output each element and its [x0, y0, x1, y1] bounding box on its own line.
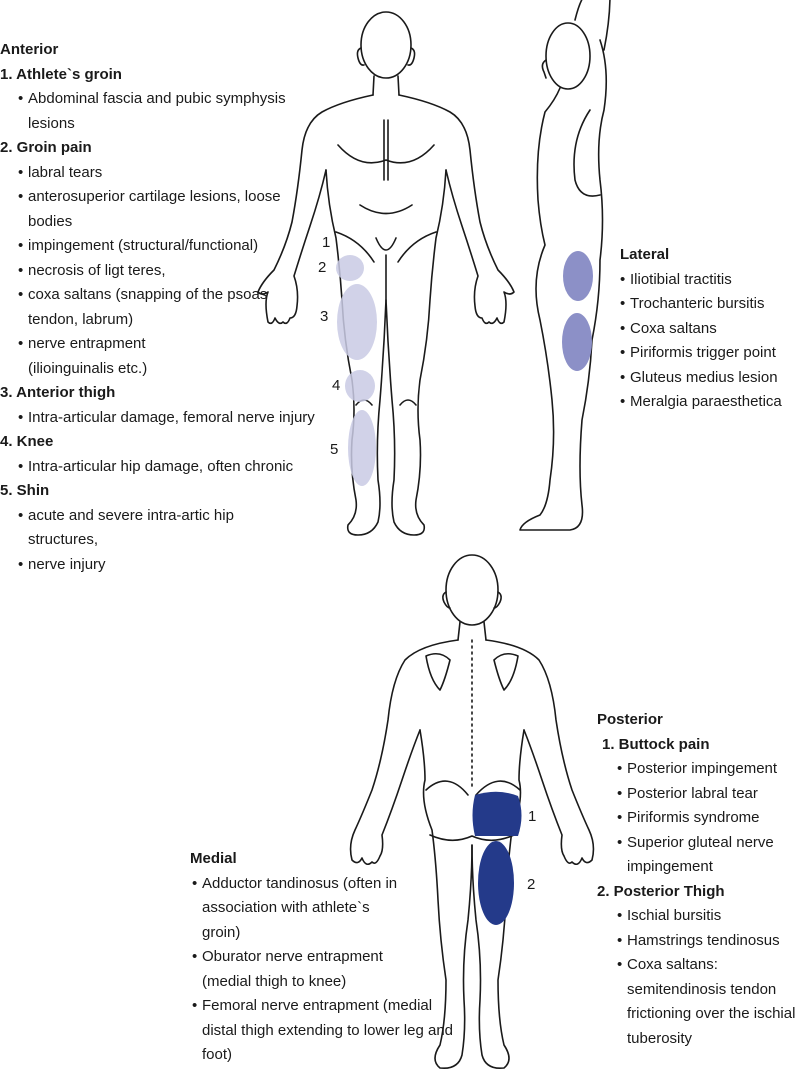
bullet-item: coxa saltans (snapping of the psoas tend… [18, 283, 268, 332]
bullet-item: Iliotibial tractitis [620, 268, 800, 293]
front-zone-number: 5 [330, 441, 339, 458]
posterior-section: Posterior 1. Buttock pain Posterior impi… [597, 708, 800, 1051]
lateral-zone-thigh [562, 313, 592, 371]
bullet-item: Adductor tandinosus (often in associatio… [192, 872, 407, 946]
posterior-item-bullets: Posterior impingement Posterior labral t… [597, 757, 800, 880]
lateral-figure [519, 0, 611, 531]
anterior-item-bullets: labral tears anterosuperior cartilage le… [0, 161, 322, 382]
lateral-zones [562, 251, 593, 371]
bullet-item: Meralgia paraesthetica [620, 390, 800, 415]
bullet-item: Hamstrings tendinosus [617, 929, 800, 954]
anterior-item-title: 3. Anterior thigh [0, 384, 116, 401]
anterior-item-title: 1. Athlete`s groin [0, 65, 122, 83]
anterior-item-title: 2. Groin pain [0, 139, 92, 156]
anterior-section: Anterior 1. Athlete`s groin Abdominal fa… [0, 38, 322, 577]
bullet-item: Coxa saltans: semitendinosis tendon fric… [617, 953, 797, 1051]
front-zones [336, 255, 377, 486]
posterior-zone-thigh [478, 841, 514, 925]
lateral-bullets: Iliotibial tractitis Trochanteric bursit… [620, 268, 800, 415]
anterior-item-bullets: Abdominal fascia and pubic symphysis les… [0, 87, 322, 136]
bullet-item: Posterior impingement [617, 757, 800, 782]
front-zone-anterior-thigh [337, 284, 377, 360]
medial-heading: Medial [190, 850, 237, 867]
bullet-item: Piriformis syndrome [617, 806, 800, 831]
posterior-heading: Posterior [597, 711, 663, 728]
bullet-item: Ischial bursitis [617, 904, 800, 929]
bullet-item: Abdominal fascia and pubic symphysis les… [18, 87, 322, 136]
bullet-item: Trochanteric bursitis [620, 292, 800, 317]
bullet-item: Femoral nerve entrapment (medial distal … [192, 994, 457, 1068]
bullet-item: Posterior labral tear [617, 782, 800, 807]
bullet-item: Coxa saltans [620, 317, 800, 342]
anterior-item-title: 4. Knee [0, 433, 54, 450]
back-zone-number: 1 [528, 808, 537, 825]
bullet-item: Oburator nerve entrapment (medial thigh … [192, 945, 432, 994]
front-zone-shin [348, 410, 376, 486]
bullet-item: Superior gluteal nerve impingement [617, 831, 792, 880]
lateral-heading: Lateral [620, 246, 670, 263]
lateral-section: Lateral Iliotibial tractitis Trochanteri… [620, 243, 800, 415]
medial-section: Medial Adductor tandinosus (often in ass… [190, 847, 453, 1068]
bullet-item: Gluteus medius lesion [620, 366, 800, 391]
anterior-item-title: 5. Shin [0, 482, 50, 499]
posterior-zone-buttock [472, 791, 522, 836]
anterior-item-bullets: Intra-articular hip damage, often chroni… [0, 455, 322, 480]
front-zone-number: 4 [332, 377, 341, 394]
front-zone-number: 1 [322, 234, 331, 251]
anterior-heading: Anterior [0, 41, 59, 58]
bullet-item: acute and severe intra-artic hip structu… [18, 504, 273, 553]
bullet-item: labral tears [18, 161, 322, 186]
front-zone-groin [336, 255, 364, 281]
anterior-item-bullets: acute and severe intra-artic hip structu… [0, 504, 322, 578]
posterior-item-title: 2. Posterior Thigh [597, 882, 725, 900]
posterior-item-title: 1. Buttock pain [602, 735, 710, 753]
bullet-item: Intra-articular hip damage, often chroni… [18, 455, 322, 480]
front-zone-number: 2 [318, 259, 327, 276]
front-zone-number: 3 [320, 308, 329, 325]
posterior-item-bullets: Ischial bursitis Hamstrings tendinosus C… [597, 904, 800, 1051]
anterior-item-bullets: Intra-articular damage, femoral nerve in… [0, 406, 322, 431]
bullet-item: anterosuperior cartilage lesions, loose … [18, 185, 298, 234]
bullet-item: impingement (structural/functional) [18, 234, 322, 259]
back-zone-number: 2 [527, 876, 536, 893]
front-zone-knee [345, 370, 375, 402]
bullet-item: Intra-articular damage, femoral nerve in… [18, 406, 328, 431]
medial-bullets: Adductor tandinosus (often in associatio… [190, 872, 453, 1068]
bullet-item: nerve injury [18, 553, 322, 578]
bullet-item: nerve entrapment (ilioinguinalis etc.) [18, 332, 228, 381]
bullet-item: Piriformis trigger point [620, 341, 800, 366]
bullet-item: necrosis of ligt teres, [18, 259, 322, 284]
posterior-zones [472, 791, 522, 925]
lateral-zone-hip [563, 251, 593, 301]
